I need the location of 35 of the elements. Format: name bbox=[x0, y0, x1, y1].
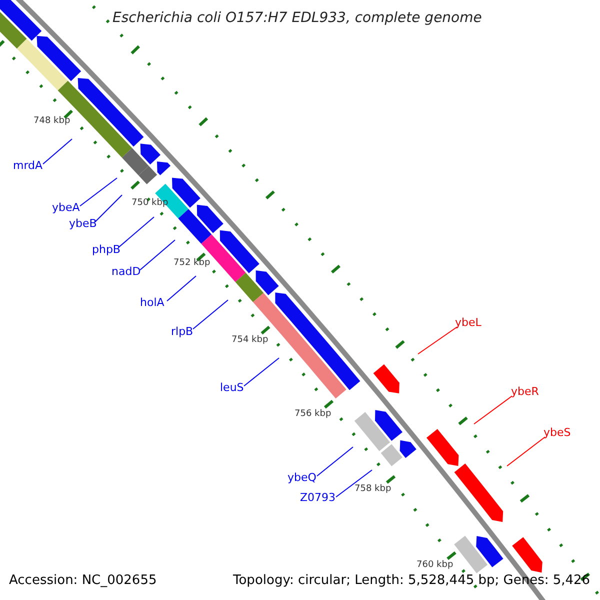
gene-label: nadD bbox=[112, 266, 141, 278]
position-label: 760 kbp bbox=[416, 561, 454, 571]
gene-label: ybeQ bbox=[288, 472, 316, 484]
gene-label: holA bbox=[140, 297, 164, 310]
accession-text: Accession: NC_002655 bbox=[9, 574, 157, 588]
leader-line bbox=[336, 470, 372, 498]
leader-line bbox=[140, 240, 176, 270]
leader-line bbox=[192, 300, 228, 330]
position-label: 758 kbp bbox=[354, 485, 392, 495]
leader-line bbox=[94, 194, 122, 222]
gene-label: ybeL bbox=[455, 317, 482, 330]
gene-label: phpB bbox=[92, 244, 120, 256]
leader-line bbox=[474, 396, 512, 424]
leader-line bbox=[118, 216, 154, 248]
leader-line bbox=[418, 326, 458, 354]
position-label: 748 kbp bbox=[34, 117, 70, 127]
gene-label: leuS bbox=[220, 382, 244, 394]
leader-line bbox=[316, 446, 354, 476]
leader-line bbox=[80, 178, 118, 206]
title: Escherichia coli O157:H7 EDL933, complete genome bbox=[112, 10, 482, 26]
gene-label: rlpB bbox=[171, 326, 194, 338]
gene-label: ybeS bbox=[544, 427, 571, 440]
leader-line bbox=[244, 358, 280, 386]
gene-label: mrdA bbox=[13, 160, 43, 172]
gene-label: ybeB bbox=[69, 218, 97, 230]
gene-label: ybeR bbox=[511, 386, 539, 398]
position-label: 754 kbp bbox=[232, 336, 268, 346]
leader-line bbox=[42, 138, 72, 164]
gene-label: ybeA bbox=[52, 202, 80, 214]
leader-line bbox=[506, 436, 546, 466]
gene-label: Z0793 bbox=[300, 492, 336, 504]
genome-summary-text: Topology: circular; Length: 5,528,445 bp; Genes: 5,426 bbox=[233, 574, 590, 588]
position-label: 756 kbp bbox=[294, 410, 332, 420]
position-label: 752 kbp bbox=[174, 259, 210, 269]
leader-line bbox=[166, 276, 196, 302]
